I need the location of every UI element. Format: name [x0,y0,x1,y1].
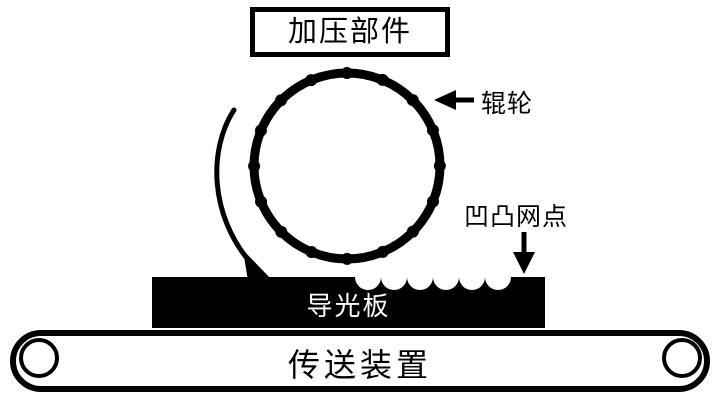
title-box: 加压部件 [250,7,450,57]
roller-bump [255,195,268,208]
conveyor-device [10,330,710,392]
title-text: 加压部件 [287,15,412,48]
roller-wheel-group [248,67,446,265]
roller-bump [275,94,288,107]
rotation-arrow-head [243,250,272,281]
dots-callout-arrow [513,232,535,274]
rotation-arrow-shaft [214,107,253,265]
roller-bump [254,124,267,137]
roller-bump [376,73,389,86]
dots-arrow-head [513,252,535,274]
roller-bump [275,225,288,238]
roller-bump [406,225,419,238]
roller-bump [376,245,389,258]
roller-bump [305,74,318,87]
roller-bump [341,67,353,79]
pulley-right [662,338,702,378]
roller-arrow-head [434,90,456,110]
conveyor-belt-outline [10,330,710,392]
roller-bump [406,94,419,107]
roller-callout-arrow [434,90,474,110]
roller-bump [341,252,354,265]
roller-bump [426,124,439,137]
conveyor-label: 传送装置 [287,347,432,383]
roller-bump [426,195,439,208]
light-guide-plate-label: 导光板 [306,291,391,321]
roller-label: 辊轮 [481,90,534,118]
roller-bump [433,159,446,172]
texture-dots-label: 凹凸网点 [464,203,569,231]
roller-bump [305,245,318,258]
rotation-arrow [214,107,272,281]
roller-bumps [248,67,446,265]
roller-bump [248,160,261,173]
pulley-left [19,338,59,378]
light-guide-plate [152,277,545,328]
